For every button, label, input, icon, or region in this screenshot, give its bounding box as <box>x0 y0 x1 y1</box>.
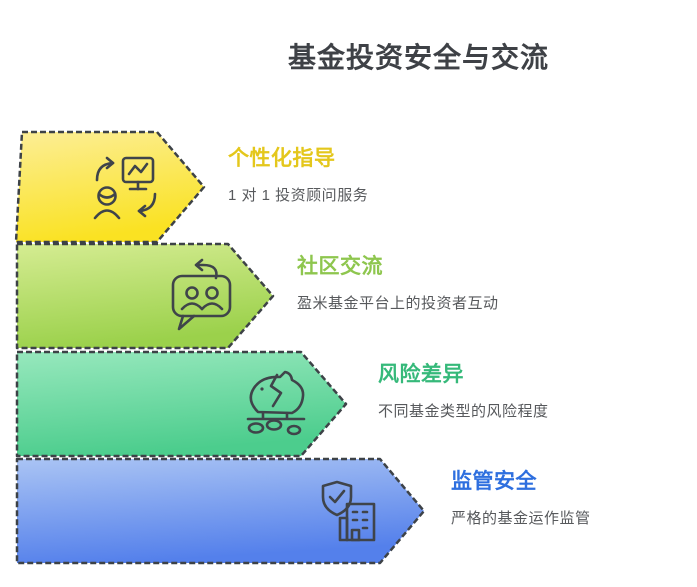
banner-description: 严格的基金运作监管 <box>451 510 591 527</box>
banner-description: 盈米基金平台上的投资者互动 <box>297 295 499 312</box>
broken-piggy-bank-icon <box>246 370 306 436</box>
piggy-body <box>249 370 305 415</box>
building-door <box>350 528 361 542</box>
piggy-eye <box>260 387 264 391</box>
banner-description: 不同基金类型的风险程度 <box>378 403 549 420</box>
building-annex <box>338 516 349 542</box>
coin <box>286 424 302 436</box>
shield-outline <box>321 480 353 517</box>
banner-title: 社区交流 <box>297 255 383 278</box>
member-head-left <box>185 286 199 300</box>
banner-description: 1 对 1 投资顾问服务 <box>228 187 369 204</box>
arrow-clockwise <box>95 161 115 182</box>
banner-text-risk-difference: 风险差异 不同基金类型的风险程度 <box>378 363 549 421</box>
banner-arrow-risk-difference <box>15 350 348 458</box>
member-head-right <box>205 286 219 300</box>
page-title: 基金投资安全与交流 <box>287 42 549 73</box>
speech-bubble-tail <box>177 314 196 331</box>
refresh-arrow <box>195 263 218 280</box>
coin <box>265 419 283 431</box>
crack-line <box>269 373 283 408</box>
person-screen-exchange-icon <box>93 156 157 220</box>
person-shoulders <box>93 209 121 220</box>
coin <box>247 422 265 434</box>
chart-zigzag-line <box>127 162 149 176</box>
person-head <box>97 186 117 206</box>
banner-title: 风险差异 <box>378 363 464 386</box>
check-mark <box>328 489 346 504</box>
banner-title: 个性化指导 <box>228 147 336 170</box>
banner-title: 监管安全 <box>451 470 537 493</box>
speech-bubble <box>171 274 232 318</box>
banner-text-personalized-guidance: 个性化指导 1 对 1 投资顾问服务 <box>228 147 368 205</box>
banner-arrow-community-exchange <box>15 242 275 350</box>
community-chat-icon <box>171 258 232 331</box>
shield-building-icon <box>321 480 376 542</box>
arrow-counterclockwise <box>137 192 157 213</box>
banner-text-regulatory-safety: 监管安全 严格的基金运作监管 <box>451 470 591 528</box>
banner-text-community-exchange: 社区交流 盈米基金平台上的投资者互动 <box>297 255 499 313</box>
